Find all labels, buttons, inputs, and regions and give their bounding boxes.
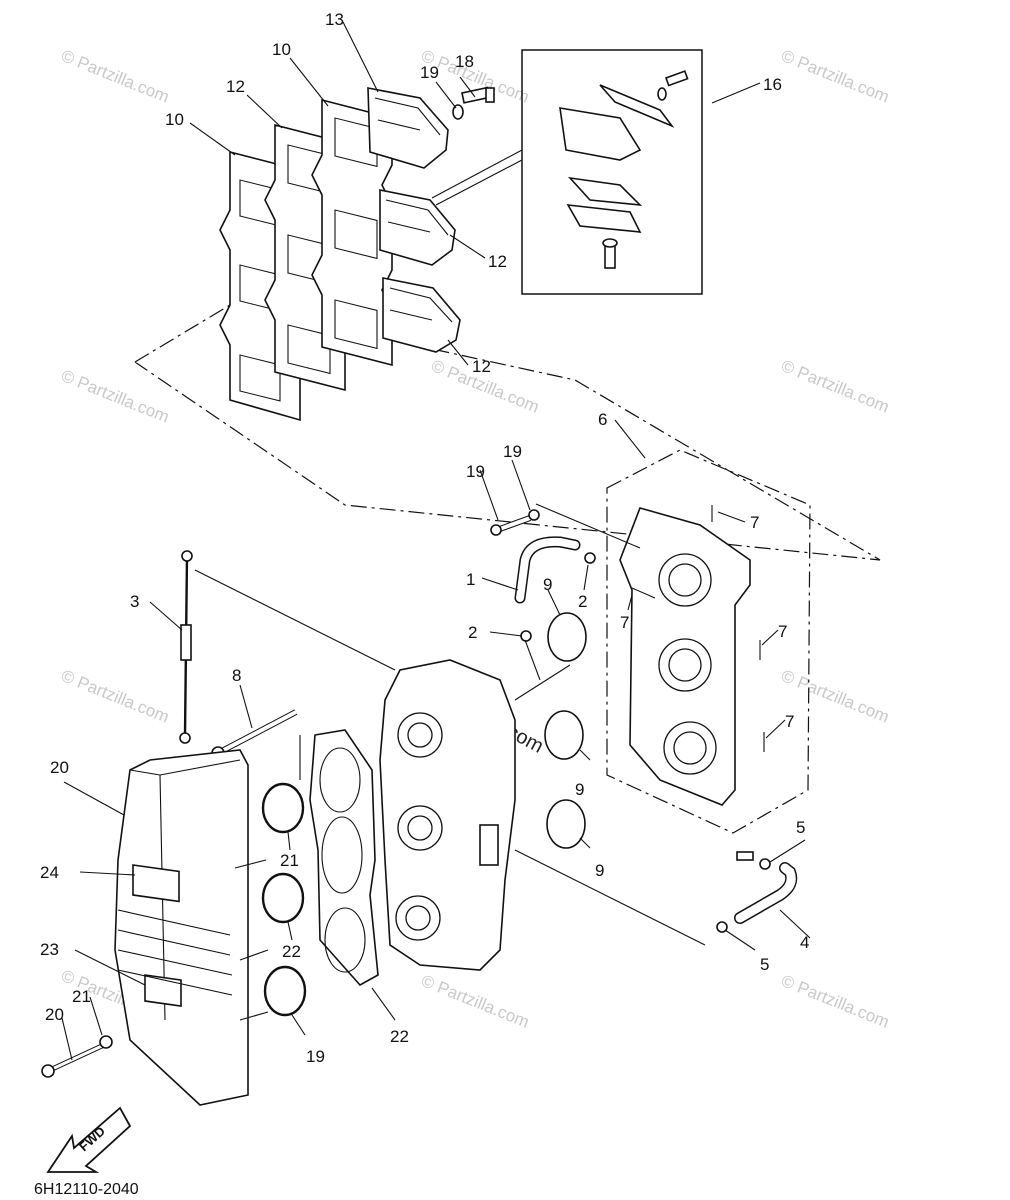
callout-11: 12 — [226, 77, 245, 96]
callout-19: 21 — [280, 851, 299, 870]
o-ring-9-top — [547, 612, 587, 662]
watermark: © Partzilla.com — [779, 666, 892, 727]
link-rod-3 — [179, 550, 193, 744]
intake-manifold-6 — [619, 507, 751, 806]
watermark: © Partzilla.com — [779, 356, 892, 417]
gasket-10-right — [311, 98, 393, 367]
reed-valve-detail — [559, 70, 689, 269]
detail-box-13 — [521, 49, 703, 295]
callout-13: 16 — [763, 75, 782, 94]
silencer-18 — [114, 749, 249, 1106]
washer-15 — [452, 104, 464, 120]
callout-1: 1 — [466, 570, 475, 589]
callout-2: 2 — [468, 623, 477, 642]
washer-17 — [528, 509, 540, 521]
washer-21 — [99, 1035, 113, 1049]
gasket-19-bottom — [263, 965, 307, 1017]
bolt-20 — [41, 1042, 106, 1078]
studs-7 — [631, 505, 765, 752]
clip-5-a — [759, 858, 771, 870]
callout-6: 6 — [598, 410, 607, 429]
callout-5: 5 — [760, 955, 769, 974]
callout-19: 22 — [282, 942, 301, 961]
callout-5: 5 — [796, 818, 805, 837]
clip-2-b — [584, 552, 596, 564]
watermark: © Partzilla.com — [419, 971, 532, 1032]
callout-12: 12 — [472, 357, 491, 376]
callout-18: 20 — [50, 758, 69, 777]
watermark: © Partzilla.com — [779, 971, 892, 1032]
callout-3: 3 — [130, 592, 139, 611]
callout-8: 8 — [232, 666, 241, 685]
callout-12: 13 — [325, 10, 344, 29]
clip-2-a — [520, 630, 532, 642]
label-23 — [144, 974, 182, 1007]
top-assembly-outline — [134, 304, 881, 561]
callout-10: 10 — [272, 40, 291, 59]
callout-10: 10 — [165, 110, 184, 129]
callout-7: 7 — [785, 712, 794, 731]
callout-16: 19 — [466, 462, 485, 481]
callout-7: 7 — [620, 613, 629, 632]
callout-17: 19 — [503, 442, 522, 461]
watermark: © Partzilla.com — [59, 46, 172, 107]
callout-20-shown: 20 — [45, 1005, 64, 1024]
callout-14: 18 — [455, 52, 474, 71]
leader-lines — [61, 21, 811, 1061]
label-24 — [132, 864, 180, 903]
carburetor-body — [379, 659, 516, 971]
callout-9: 9 — [575, 780, 584, 799]
bolt-14 — [461, 86, 495, 104]
callout-23: 23 — [40, 940, 59, 959]
reed-valve-bottom — [382, 277, 461, 353]
reed-valve-middle — [379, 189, 456, 266]
gasket-19-mid — [261, 872, 305, 924]
callout-7: 7 — [750, 513, 759, 532]
callout-24: 24 — [40, 863, 59, 882]
callout-22-shown: 22 — [390, 1027, 409, 1046]
o-ring-9-bottom — [546, 799, 586, 849]
callout-21-shown: 21 — [72, 987, 91, 1006]
bolt-16 — [490, 515, 532, 536]
gasket-22 — [309, 729, 379, 987]
watermark: © Partzilla.com — [59, 666, 172, 727]
watermark: © Partzilla.com — [59, 366, 172, 427]
callouts-lower: 22 21 22 20 23 19 22 22 — [45, 987, 409, 1066]
fitting-4 — [736, 851, 754, 861]
callout-9: 9 — [543, 575, 552, 594]
hose-4-inner — [735, 863, 796, 923]
callout-2: 2 — [578, 592, 587, 611]
callout-9: 9 — [595, 861, 604, 880]
callout-19-shown: 19 — [306, 1047, 325, 1066]
callouts: 13 18 19 10 12 10 16 12 12 6 19 19 7 1 9… — [40, 10, 809, 974]
callout-4: 4 — [800, 933, 809, 952]
callout-15: 19 — [420, 63, 439, 82]
reed-valve-top — [367, 87, 449, 169]
gasket-19-top — [261, 782, 305, 834]
callout-7: 7 — [778, 622, 787, 641]
watermark: © Partzilla.com — [779, 46, 892, 107]
hose-1-inner — [516, 537, 579, 602]
fwd-arrow-icon: FWD — [46, 1106, 132, 1173]
manifold-box-outline — [606, 449, 811, 834]
o-ring-9-mid — [544, 710, 584, 760]
callout-12: 12 — [488, 252, 507, 271]
diagram-code: 6H12110-2040 — [34, 1181, 139, 1198]
clip-5-b — [716, 921, 728, 933]
